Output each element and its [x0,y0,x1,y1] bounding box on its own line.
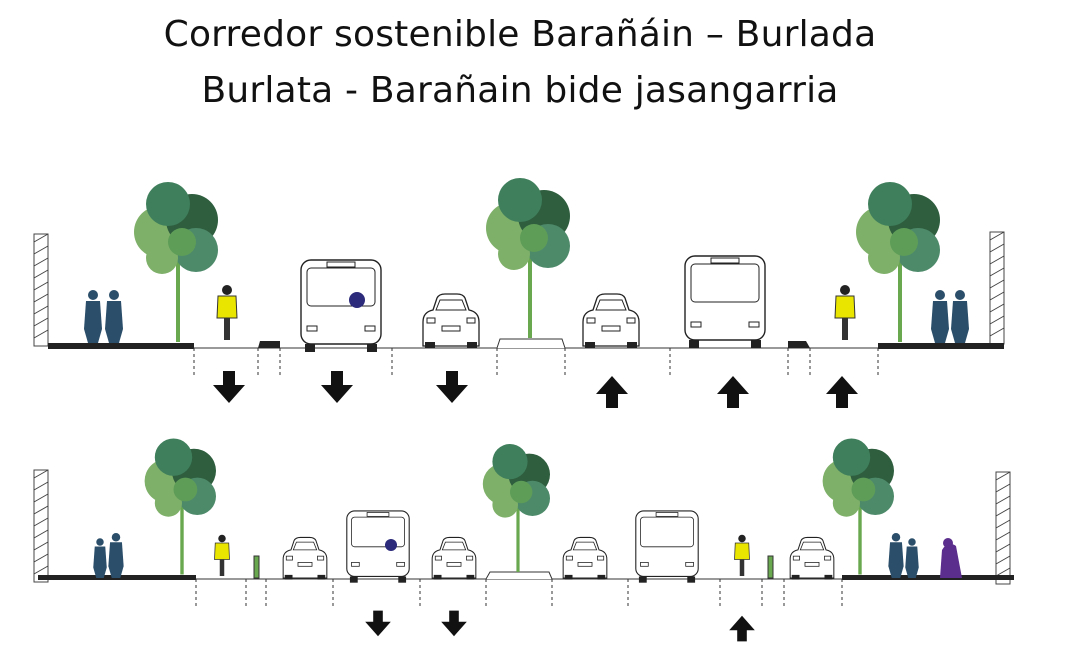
pedestrian-icon [951,290,969,343]
cyclist-icon [216,284,238,341]
bike-lane-curb [788,341,810,348]
lane-dividers [193,348,879,378]
arrow-up-icon [596,376,628,408]
bus-icon [300,259,382,353]
arrow-down-icon [365,610,391,637]
tree-icon [856,182,940,342]
arrow-up-icon [717,376,749,408]
tree-icon [134,182,218,342]
car-icon [582,293,640,349]
bike-lane-curb [258,341,280,348]
bollard [767,555,774,579]
tree-icon [482,444,550,572]
arrow-down-icon [321,371,353,403]
car-icon [562,536,608,581]
bus-icon [346,510,410,584]
sidewalk-right [842,575,1014,580]
arrow-up-icon [826,376,858,408]
pedestrian-purple-head [943,538,953,548]
bus-icon [684,255,766,349]
pedestrian-purple-icon [940,543,962,578]
pedestrian-icon [931,290,949,343]
pedestrian-icon [84,290,102,343]
lane-dividers [195,579,843,608]
wall-right [989,231,1005,345]
cyclist-icon [214,534,230,577]
cyclist-icon [834,284,856,341]
title-line-2: Burlata - Barañain bide jasangarria [201,70,839,111]
tree-icon [486,178,570,338]
pedestrian-icon [93,538,107,578]
bus-icon [635,510,699,584]
arrow-up-icon [729,615,755,642]
sidewalk-right [878,343,1004,349]
tree-icon [144,438,216,575]
arrow-down-icon [213,371,245,403]
section-proposed [33,438,1014,642]
wall-left [33,469,49,583]
pedestrian-icon [905,538,919,578]
section-current [33,178,1005,408]
pedestrian-icon [105,290,123,343]
car-icon [422,293,480,349]
tree-icon [822,438,894,575]
arrow-down-icon [436,371,468,403]
bus-driver [349,292,365,308]
sidewalk-left [48,343,194,349]
bus-driver [385,539,397,551]
car-icon [282,536,328,581]
pedestrian-icon [888,532,904,578]
title-line-1: Corredor sostenible Barañáin – Burlada [163,14,877,55]
wall-left [33,233,49,347]
median [485,571,553,580]
car-icon [789,536,835,581]
arrow-down-icon [441,610,467,637]
bollard [253,555,260,579]
cyclist-icon [734,534,750,577]
pedestrian-icon [108,532,124,578]
wall-right [995,471,1011,585]
car-icon [431,536,477,581]
median [496,338,566,349]
